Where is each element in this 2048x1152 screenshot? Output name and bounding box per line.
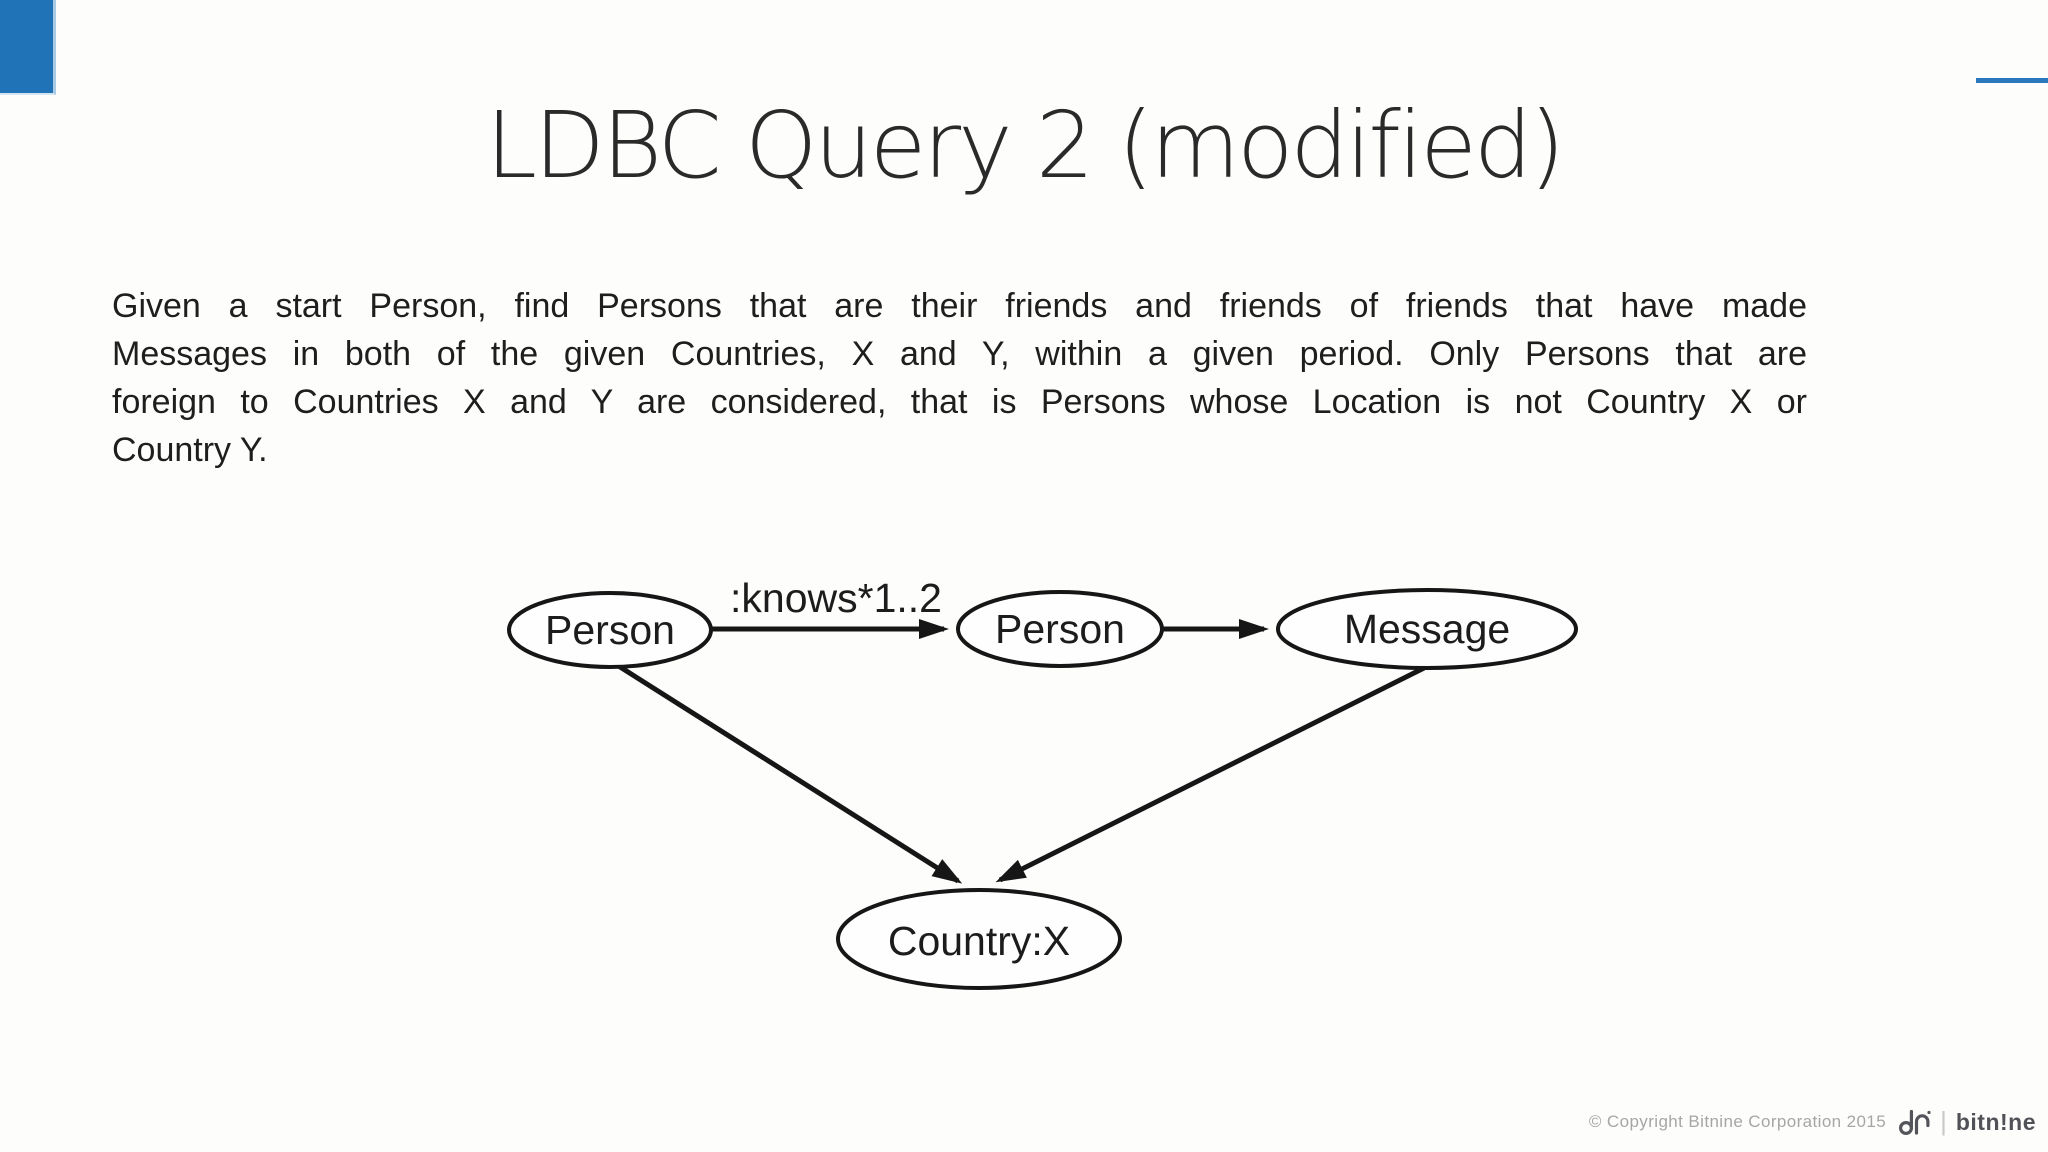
country-x-node: [836, 888, 1122, 990]
person-friend-label: Person: [995, 606, 1125, 652]
person-start-node: [507, 591, 713, 669]
person-country-edge: [615, 662, 963, 884]
query-description-line: Messages in both of the given Countries,…: [112, 335, 1807, 373]
country-x-label: Country:X: [888, 918, 1070, 964]
query-description-line: foreign to Countries X and Y are conside…: [112, 383, 1807, 421]
message-label: Message: [1344, 606, 1510, 652]
page-title: LDBC Query 2 (modified): [485, 92, 1565, 199]
knows-edge-label: :knows*1..2: [730, 575, 942, 621]
top-right-accent-line: [1976, 78, 2048, 83]
message-country-edge: [995, 665, 1426, 883]
bn-monogram-icon: [1899, 1109, 1931, 1135]
slide-footer: © Copyright Bitnine Corporation 2015 | b…: [1589, 1102, 2036, 1142]
query-description-line: Given a start Person, find Persons that …: [112, 287, 1807, 325]
person-start-label: Person: [545, 607, 675, 653]
corner-accent-block: [0, 0, 56, 95]
bitnine-logo: | bitn!ne: [1899, 1108, 2036, 1136]
logo-divider: |: [1940, 1106, 1947, 1136]
person-friend-node: [956, 590, 1164, 668]
bitnine-wordmark: bitn!ne: [1955, 1108, 2036, 1135]
copyright-text: © Copyright Bitnine Corporation 2015: [1588, 1112, 1887, 1131]
query-description: Given a start Person, find Persons that …: [112, 282, 1807, 474]
query-description-line: Country Y.: [112, 431, 268, 469]
message-node: [1276, 588, 1578, 670]
